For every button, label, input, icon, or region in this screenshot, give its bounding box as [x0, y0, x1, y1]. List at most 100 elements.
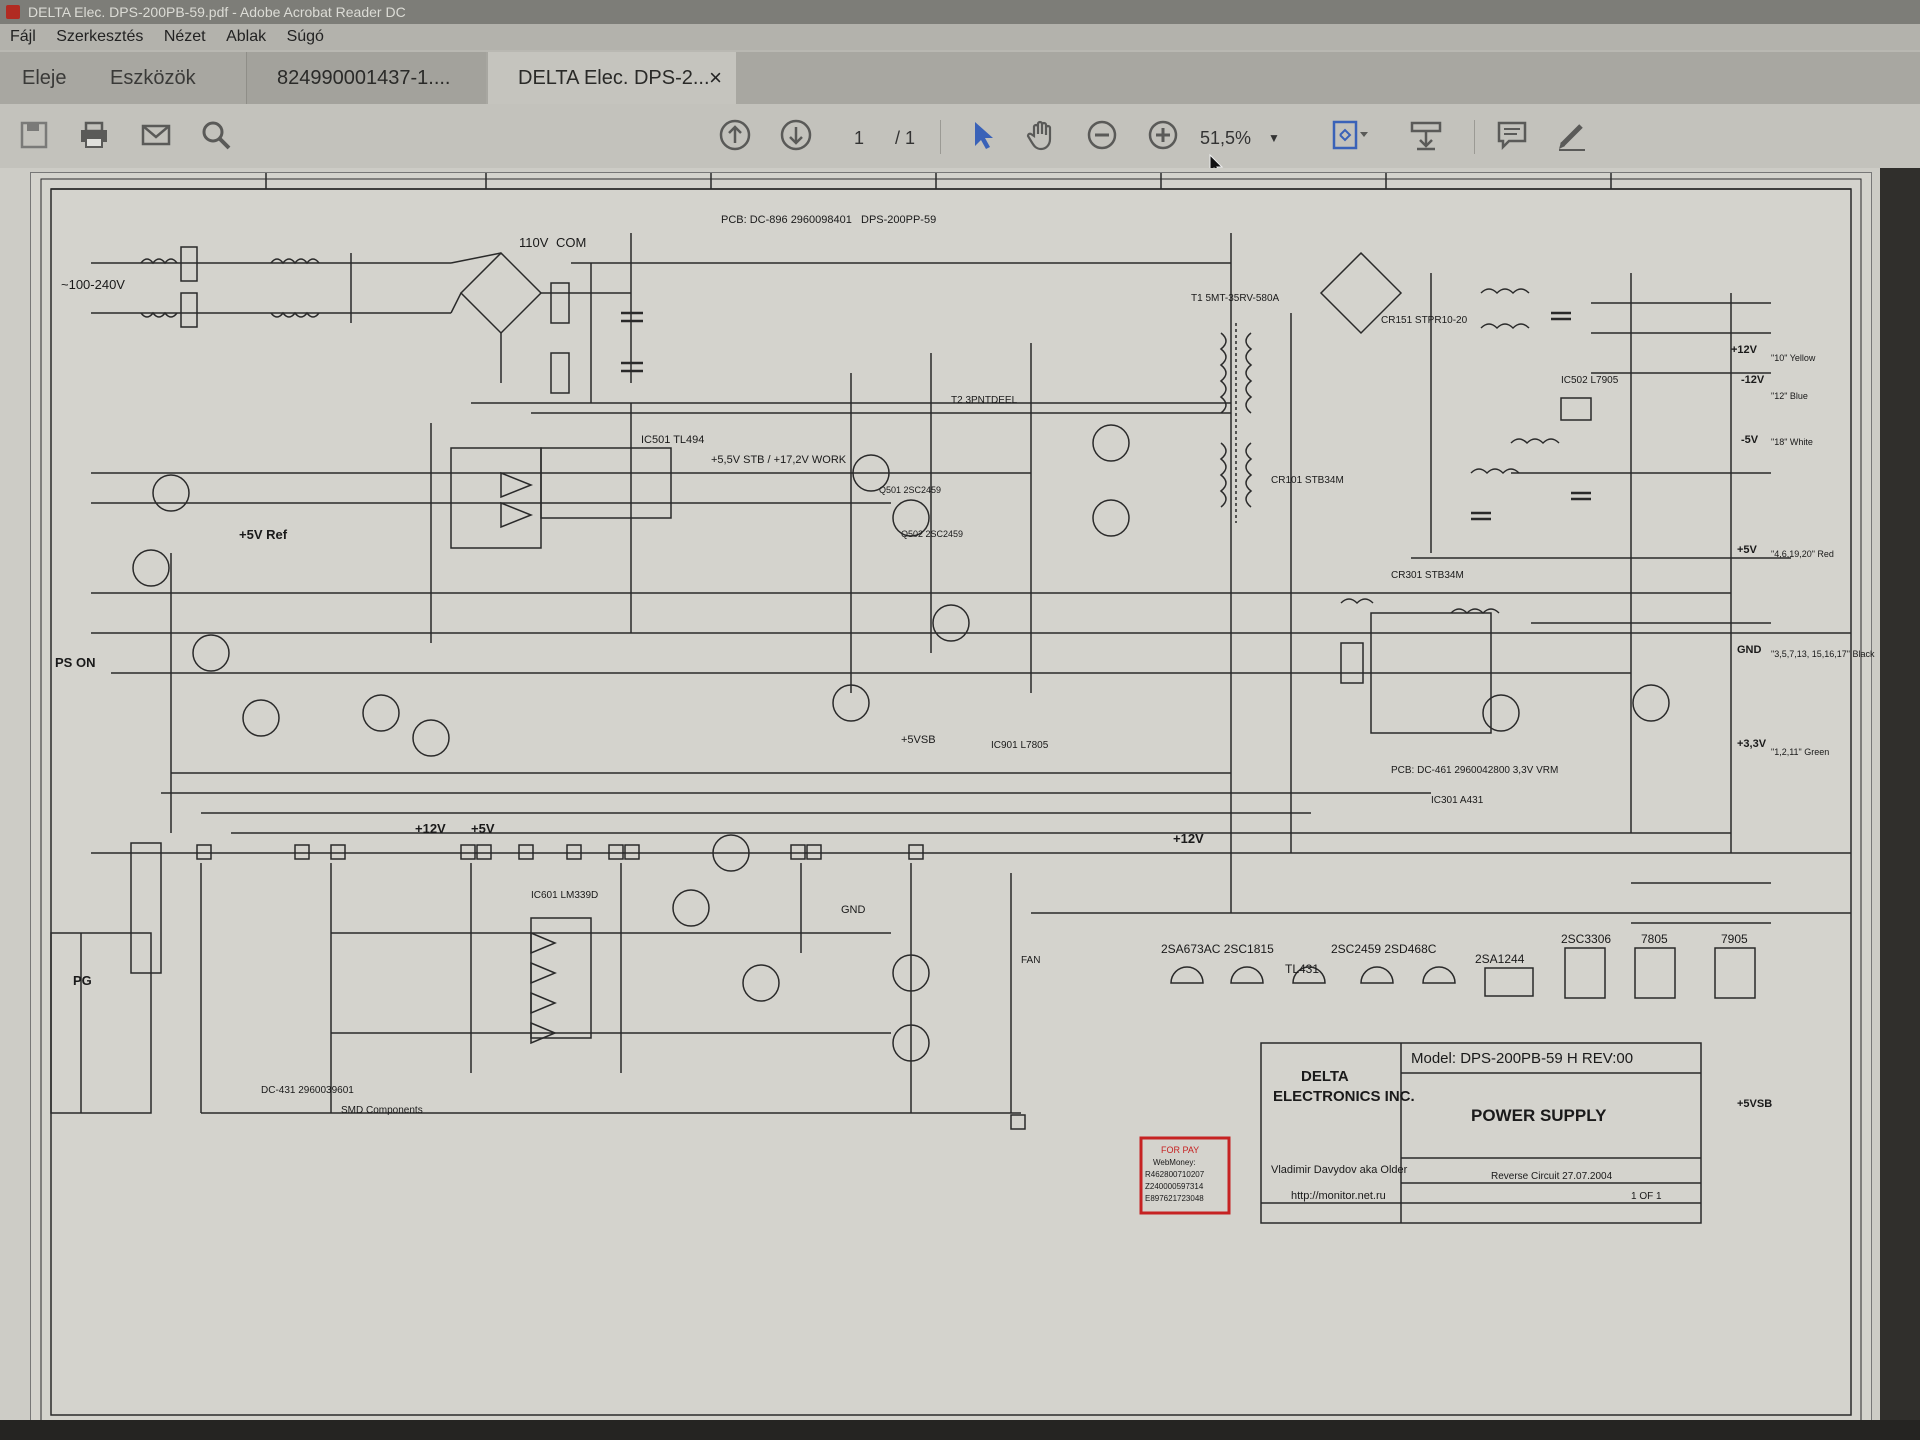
tab-home[interactable]: Eleje [22, 67, 67, 89]
wire-blue-label: "12" Blue [1771, 391, 1808, 401]
print-icon [81, 121, 107, 148]
pcb-461-label: PCB: DC-461 2960042800 3,3V VRM [1391, 765, 1558, 776]
cursor-arrow-icon [975, 122, 993, 149]
forpay-line-4: Z240000597314 [1145, 1182, 1204, 1191]
document-viewport[interactable]: PCB: DC-896 2960098401 DPS-200PP-59 ~100… [0, 168, 1920, 1440]
fan-label: FAN [1021, 955, 1040, 966]
t1-label: T1 5MT-35RV-580A [1191, 293, 1280, 304]
out-5vsb-label: +5VSB [1737, 1098, 1772, 1110]
revision-date-label: Reverse Circuit 27.07.2004 [1491, 1171, 1613, 1182]
print-button[interactable] [76, 118, 112, 154]
fit-page-icon [1332, 120, 1368, 150]
acrobat-icon [6, 5, 20, 19]
pinout-1-label: 2SA673AC 2SC1815 [1161, 942, 1274, 956]
t2-label: T2 3PNTDEEL [951, 395, 1018, 406]
next-page-button[interactable] [778, 118, 814, 154]
page-number-input[interactable]: 1 [853, 128, 864, 148]
zoom-out-button[interactable] [1084, 118, 1120, 154]
author-label: Vladimir Davydov aka Older [1271, 1164, 1408, 1176]
tl431-label: TL431 [1285, 962, 1319, 976]
comment-button[interactable] [1494, 118, 1530, 154]
q501-label: Q501 2SC2459 [879, 485, 941, 495]
cr151-label: CR151 STPR10-20 [1381, 315, 1468, 326]
scrolling-mode-button[interactable] [1408, 118, 1444, 154]
ref5v-label: +5V Ref [239, 527, 288, 542]
model-label-top: DPS-200PP-59 [861, 214, 936, 226]
out-minus12v-label: -12V [1741, 374, 1765, 386]
page-total: / 1 [894, 128, 915, 148]
menu-window[interactable]: Ablak [226, 28, 267, 45]
out-gnd-label: GND [1737, 644, 1762, 656]
drawing-title: POWER SUPPLY [1471, 1106, 1607, 1125]
plus12v-a-label: +12V [415, 821, 446, 836]
wire-white-label: "18" White [1771, 437, 1813, 447]
wire-green-label: "1,2,11" Green [1771, 747, 1829, 757]
chevron-down-icon: ▼ [1268, 131, 1280, 145]
pcb-label: PCB: DC-896 2960098401 [721, 214, 852, 226]
smd-label: SMD Components [341, 1105, 423, 1116]
save-icon [20, 121, 48, 149]
tab-document-1[interactable]: 824990001437-1.... [246, 52, 486, 104]
ps-on-label: PS ON [55, 655, 95, 670]
highlight-button[interactable] [1554, 118, 1590, 154]
page-fit-button[interactable] [1330, 118, 1368, 154]
schematic-page: PCB: DC-896 2960098401 DPS-200PP-59 ~100… [30, 172, 1875, 1436]
ic901-label: IC901 L7805 [991, 740, 1049, 751]
com-label: COM [556, 235, 586, 250]
pinout-4-label: 7805 [1641, 932, 1668, 946]
pinout-2-label: 2SC2459 2SD468C [1331, 942, 1437, 956]
tab-document-1-label: 824990001437-1.... [277, 67, 451, 89]
save-button[interactable] [16, 118, 52, 154]
zoom-level-dropdown[interactable]: 51,5% ▼ [1200, 126, 1280, 150]
wire-red-label: "4,6,19,20" Red [1771, 549, 1834, 559]
menu-file[interactable]: Fájl [10, 28, 36, 45]
envelope-icon [141, 124, 171, 146]
ic502-label: IC502 L7905 [1561, 375, 1619, 386]
tab-document-2[interactable]: DELTA Elec. DPS-2... × [488, 52, 736, 104]
menu-help[interactable]: Súgó [286, 28, 324, 45]
select-tool-button[interactable] [964, 118, 1000, 154]
right-panel-edge [1880, 168, 1920, 1440]
wire-yellow-label: "10" Yellow [1771, 353, 1816, 363]
search-button[interactable] [198, 118, 234, 154]
hand-tool-button[interactable] [1024, 118, 1060, 154]
v5sb-label: +5VSB [901, 734, 936, 746]
arrow-down-circle-icon [780, 119, 812, 151]
search-icon [202, 121, 231, 150]
menu-edit[interactable]: Szerkesztés [56, 28, 144, 45]
company-line-1: DELTA [1301, 1068, 1349, 1085]
pinout-5-label: 7905 [1721, 932, 1748, 946]
scroll-down-icon [1410, 121, 1442, 151]
pen-icon [1559, 124, 1585, 151]
title-bar: DELTA Elec. DPS-200PB-59.pdf - Adobe Acr… [0, 0, 1920, 24]
out-minus5v-label: -5V [1741, 434, 1759, 446]
wire-black-label: "3,5,7,13, 15,16,17" Black [1771, 649, 1875, 659]
toolbar-divider [940, 120, 941, 154]
email-button[interactable] [138, 118, 174, 154]
tab-close-icon[interactable]: × [709, 65, 722, 90]
url-label: http://monitor.net.ru [1291, 1190, 1386, 1202]
menu-bar: Fájl Szerkesztés Nézet Ablak Súgó [0, 24, 1920, 50]
toolbar: 1 / 1 51,5% ▼ [0, 104, 1920, 176]
zoom-level-value: 51,5% [1200, 128, 1252, 148]
forpay-line-3: R462800710207 [1145, 1170, 1205, 1179]
plus-circle-icon [1148, 120, 1178, 150]
sheet-label: 1 OF 1 [1631, 1191, 1662, 1202]
previous-page-button[interactable] [717, 118, 753, 154]
ic301-label: IC301 A431 [1431, 795, 1484, 806]
q502-label: Q502 2SC2459 [901, 529, 963, 539]
schematic-drawing: PCB: DC-896 2960098401 DPS-200PP-59 ~100… [40, 173, 1875, 1426]
ic501-label: IC501 TL494 [641, 434, 704, 446]
v110-label: 110V [519, 235, 549, 250]
menu-view[interactable]: Nézet [163, 28, 206, 45]
tab-document-2-label: DELTA Elec. DPS-2... [518, 67, 710, 89]
tab-tools[interactable]: Eszközök [110, 67, 196, 89]
out-12v-label: +12V [1731, 344, 1758, 356]
pg-label: PG [73, 973, 92, 988]
cr301-label: CR301 STB34M [1391, 570, 1464, 581]
window-title: DELTA Elec. DPS-200PB-59.pdf - Adobe Acr… [28, 4, 406, 20]
zoom-in-button[interactable] [1145, 118, 1181, 154]
ic601-label: IC601 LM339D [531, 890, 598, 901]
tab-bar: Eleje Eszközök 824990001437-1.... DELTA … [0, 52, 1920, 104]
